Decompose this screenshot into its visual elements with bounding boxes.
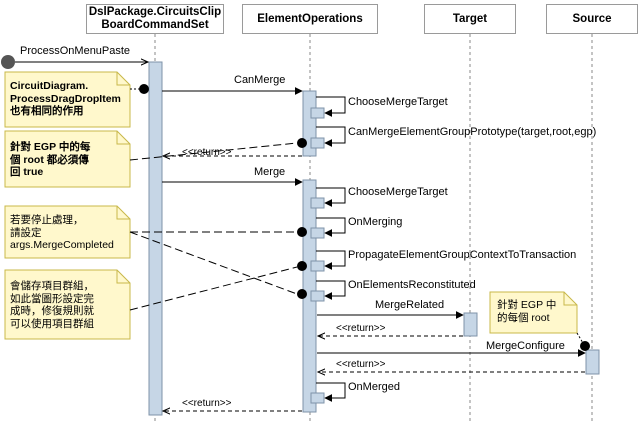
activation-target <box>463 312 478 337</box>
note-4-text: 會儲存項目群組， 如此當圖形設定完 成時，修復規則就 可以使用項目群組 <box>10 280 94 330</box>
lifeline-header-elementoperations: ElementOperations <box>242 4 378 34</box>
activation-propagate <box>310 260 325 272</box>
label-merge-configure: MergeConfigure <box>486 340 565 352</box>
label-return-3: <<return>> <box>336 359 386 370</box>
activation-choose-1 <box>310 107 325 119</box>
note-5-anchor <box>580 341 590 351</box>
label-on-merged: OnMerged <box>348 381 400 393</box>
label-return-2: <<return>> <box>336 323 386 334</box>
note-3-anchor-a <box>297 227 307 237</box>
note-4-anchor <box>297 261 307 271</box>
note-3-text: 若要停止處理， 請設定 args.MergeCompleted <box>10 214 114 251</box>
activation-choose-2 <box>310 197 325 209</box>
activation-reconstituted <box>310 290 325 302</box>
label-can-merge-egp: CanMergeElementGroupPrototype(target,roo… <box>348 126 597 138</box>
activation-canmergeegp <box>310 137 325 149</box>
note-2-text: 針對 EGP 中的每 個 root 都必須傳 回 true <box>10 141 91 178</box>
activation-onmerging <box>310 227 325 239</box>
note-3-fold <box>116 206 130 220</box>
arrow-choose-merge-target-2 <box>316 187 346 207</box>
lifeline-header-commandset: DslPackage.CircuitsClip BoardCommandSet <box>86 4 224 34</box>
note-2-connector <box>129 142 298 161</box>
arrow-choose-merge-target-1 <box>316 96 346 117</box>
label-on-merging: OnMerging <box>348 216 403 228</box>
note-1-shape <box>4 71 131 128</box>
activation-source <box>585 349 600 375</box>
arrow-can-merge-egp <box>316 126 346 147</box>
label-return-1: <<return>> <box>182 147 232 158</box>
label-can-merge: CanMerge <box>234 74 286 86</box>
note-1-text: CircuitDiagram. ProcessDragDropItem 也有相同… <box>10 80 121 117</box>
lifeline-header-target: Target <box>424 4 516 34</box>
note-4-connector <box>129 266 298 311</box>
label-merge-related: MergeRelated <box>375 299 445 311</box>
arrow-on-elements-reconstituted <box>316 280 346 300</box>
note-3-connector-b <box>129 231 298 295</box>
initial-node <box>1 55 15 69</box>
arrow-propagate <box>316 250 346 270</box>
arrow-on-merged <box>316 382 346 402</box>
note-2-anchor <box>297 138 307 148</box>
activation-onmerged <box>310 392 325 404</box>
label-merge: Merge <box>254 166 286 178</box>
note-2-fold <box>116 131 130 145</box>
arrow-on-merging <box>316 217 346 237</box>
note-4-shape <box>4 269 131 340</box>
label-propagate: PropagateElementGroupContextToTransactio… <box>348 249 577 261</box>
note-5-shape <box>489 291 578 334</box>
label-process-on-menu-paste: ProcessOnMenuPaste <box>20 45 131 57</box>
note-3-shape <box>4 205 131 259</box>
note-4-fold <box>116 270 130 284</box>
label-on-elements-reconstituted: OnElementsReconstituted <box>348 279 476 291</box>
note-5-connector <box>576 332 584 344</box>
note-5-fold <box>563 292 577 306</box>
label-choose-merge-target-2: ChooseMergeTarget <box>348 186 448 198</box>
note-2-shape <box>4 130 131 188</box>
label-return-4: <<return>> <box>182 398 232 409</box>
note-5-text: 針對 EGP 中 的每個 root <box>497 299 557 324</box>
activation-commandset <box>148 61 163 416</box>
lifeline-header-source: Source <box>546 4 638 34</box>
label-choose-merge-target-1: ChooseMergeTarget <box>348 96 448 108</box>
note-1-fold <box>116 72 130 86</box>
note-1-anchor <box>139 84 149 94</box>
note-3-anchor-b <box>297 289 307 299</box>
